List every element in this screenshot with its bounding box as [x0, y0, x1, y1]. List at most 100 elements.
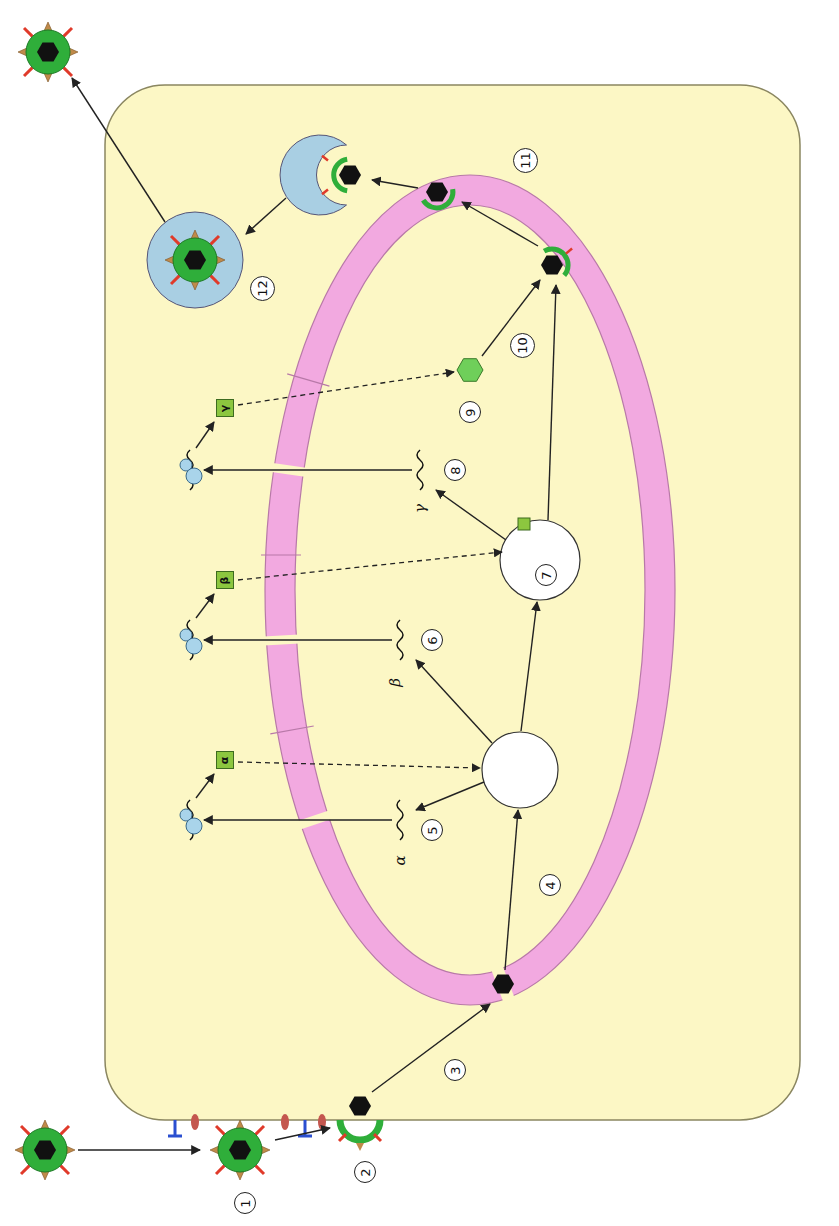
- process-arrow: [246, 198, 286, 234]
- label-text: 3: [449, 1066, 462, 1074]
- mrna: [397, 800, 403, 840]
- callout-number: 1: [234, 1192, 256, 1214]
- label-text: 4: [544, 881, 557, 889]
- process-arrow: [416, 782, 484, 810]
- process-arrow: [416, 660, 492, 743]
- process-arrow: [462, 202, 538, 246]
- process-arrow: [196, 774, 214, 798]
- ribosome: [186, 818, 202, 834]
- receptor: [318, 1114, 326, 1130]
- replicating-genome: [500, 520, 580, 600]
- label-text: 7: [540, 571, 553, 579]
- ribosome: [186, 468, 202, 484]
- process-arrow: [204, 639, 392, 640]
- label-text: 11: [518, 152, 531, 169]
- mrna-label: γ: [411, 502, 430, 515]
- transport-vesicle: [147, 212, 243, 308]
- process-arrow: [72, 78, 165, 222]
- mrna: [417, 450, 423, 490]
- transport-vesicle: [147, 212, 243, 308]
- regulation-arrow: [238, 762, 480, 768]
- protein-square: α: [216, 751, 234, 769]
- nucleus: [295, 205, 645, 975]
- mrna-label: β: [386, 676, 405, 689]
- process-arrow: [436, 490, 506, 540]
- label-text: β: [387, 678, 402, 687]
- enveloped-capsid: [426, 183, 448, 202]
- label-text: 8: [449, 466, 462, 474]
- protein-letter: β: [220, 576, 231, 584]
- replication-protein: [518, 518, 530, 530]
- virion: [210, 1120, 270, 1180]
- process-arrow: [196, 594, 214, 618]
- mrna: [397, 620, 403, 660]
- callout-number: 4: [539, 874, 561, 896]
- regulation-arrow: [238, 372, 454, 405]
- nucleus: [270, 726, 313, 734]
- label-text: 2: [359, 1168, 372, 1176]
- callout-number: 11: [513, 148, 538, 173]
- receptor: [168, 1135, 182, 1138]
- fusing-virion: [340, 1120, 380, 1140]
- budding-capsid: [541, 256, 563, 275]
- receptor: [174, 1120, 177, 1136]
- label-text: 5: [426, 826, 439, 834]
- process-arrow: [521, 602, 537, 731]
- golgi-vesicle: [280, 135, 361, 215]
- golgi-vesicle: [339, 166, 361, 185]
- capsid: [492, 975, 514, 994]
- mrna-label: α: [391, 853, 410, 868]
- nucleus: [260, 175, 676, 1005]
- process-arrow: [372, 1004, 490, 1092]
- ribosome: [186, 638, 202, 654]
- regulation-arrow: [238, 552, 502, 580]
- process-arrow: [204, 819, 392, 820]
- label-text: 10: [515, 337, 528, 354]
- receptor: [191, 1114, 199, 1130]
- cell-body: [105, 85, 800, 1120]
- callout-number: 7: [535, 564, 557, 586]
- nucleus: [261, 554, 301, 555]
- label-text: 1: [239, 1199, 252, 1207]
- fusing-virion: [356, 1143, 364, 1151]
- ribosome: [180, 450, 202, 840]
- callout-number: 3: [444, 1059, 466, 1081]
- budding-capsid: [566, 249, 572, 254]
- callout-number: 6: [421, 629, 443, 651]
- process-arrow: [275, 1128, 330, 1140]
- label-text: γ: [413, 504, 428, 513]
- fusing-virion: [339, 1134, 346, 1141]
- virion: [18, 22, 78, 82]
- process-arrow: [548, 285, 556, 520]
- enveloped-capsid: [423, 183, 453, 208]
- process-arrow: [78, 1149, 200, 1150]
- fusing-virion: [339, 1097, 381, 1152]
- callout-number: 10: [510, 333, 535, 358]
- process-arrow: [72, 78, 556, 1150]
- nucleus: [287, 374, 329, 386]
- virion: [15, 1120, 75, 1180]
- fusing-virion: [374, 1134, 381, 1141]
- transport-vesicle: [165, 230, 225, 290]
- budding-capsid: [541, 249, 572, 276]
- process-arrow: [196, 422, 214, 448]
- callout-number: 5: [421, 819, 443, 841]
- nucleus: [265, 175, 675, 1005]
- golgi-vesicle: [322, 190, 328, 195]
- regulation-arrow: [238, 372, 502, 768]
- callout-number: 2: [354, 1161, 376, 1183]
- process-arrow: [204, 469, 412, 470]
- viral-genome: [482, 732, 558, 808]
- callout-number: 12: [250, 276, 275, 301]
- protein-letter: α: [220, 756, 231, 764]
- empty-capsid: [457, 359, 483, 382]
- golgi-vesicle: [280, 135, 346, 215]
- process-arrow: [505, 810, 518, 970]
- protein-letter: γ: [220, 404, 231, 412]
- process-arrow: [372, 180, 418, 188]
- fusing-virion: [349, 1097, 371, 1116]
- label-text: 9: [464, 408, 477, 416]
